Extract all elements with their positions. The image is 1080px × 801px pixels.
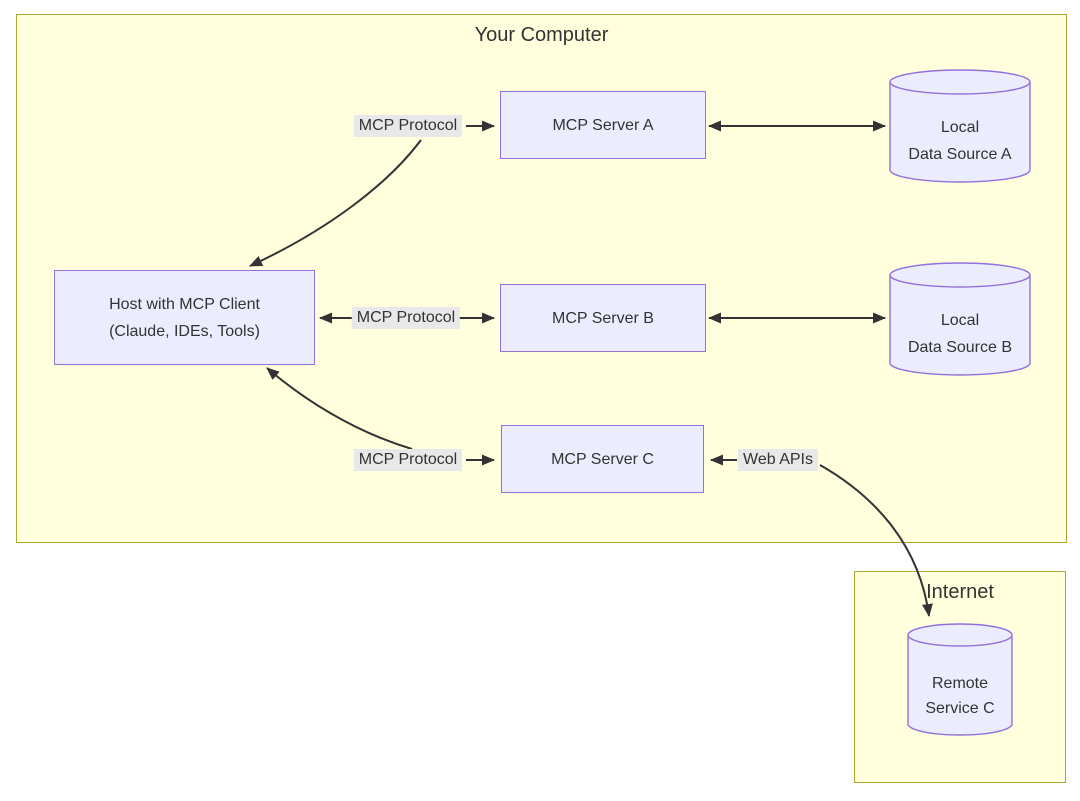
- mcp-protocol-label-c: MCP Protocol: [353, 449, 463, 471]
- data-source-b-label: Local Data Source B: [890, 307, 1030, 361]
- host-node: Host with MCP Client (Claude, IDEs, Tool…: [54, 270, 315, 365]
- mcp-protocol-label-a: MCP Protocol: [353, 115, 463, 137]
- host-node-label-line1: Host with MCP Client: [109, 295, 260, 313]
- data-source-a-label: Local Data Source A: [890, 114, 1030, 168]
- mcp-server-c-node: MCP Server C: [501, 425, 704, 493]
- web-apis-label: Web APIs: [738, 449, 818, 471]
- mcp-server-a-node: MCP Server A: [500, 91, 706, 159]
- mcp-protocol-label-b: MCP Protocol: [351, 307, 461, 329]
- mcp-server-b-node: MCP Server B: [500, 284, 706, 352]
- remote-service-c-label: Remote Service C: [908, 671, 1012, 721]
- remote-service-c-label-line2: Service C: [925, 700, 995, 717]
- host-node-label-line2: (Claude, IDEs, Tools): [109, 322, 260, 340]
- data-source-a-label-line1: Local: [940, 119, 980, 136]
- data-source-a-label-line2: Data Source A: [908, 146, 1012, 163]
- internet-group-title: Internet: [926, 581, 994, 603]
- remote-service-c-label-line1: Remote: [931, 675, 989, 692]
- data-source-b-label-line2: Data Source B: [907, 339, 1013, 356]
- your-computer-group-title: Your Computer: [474, 24, 609, 46]
- mcp-server-b-label: MCP Server B: [552, 309, 654, 327]
- mcp-server-c-label: MCP Server C: [551, 450, 654, 468]
- mcp-server-a-label: MCP Server A: [552, 116, 654, 134]
- data-source-b-label-line1: Local: [940, 312, 980, 329]
